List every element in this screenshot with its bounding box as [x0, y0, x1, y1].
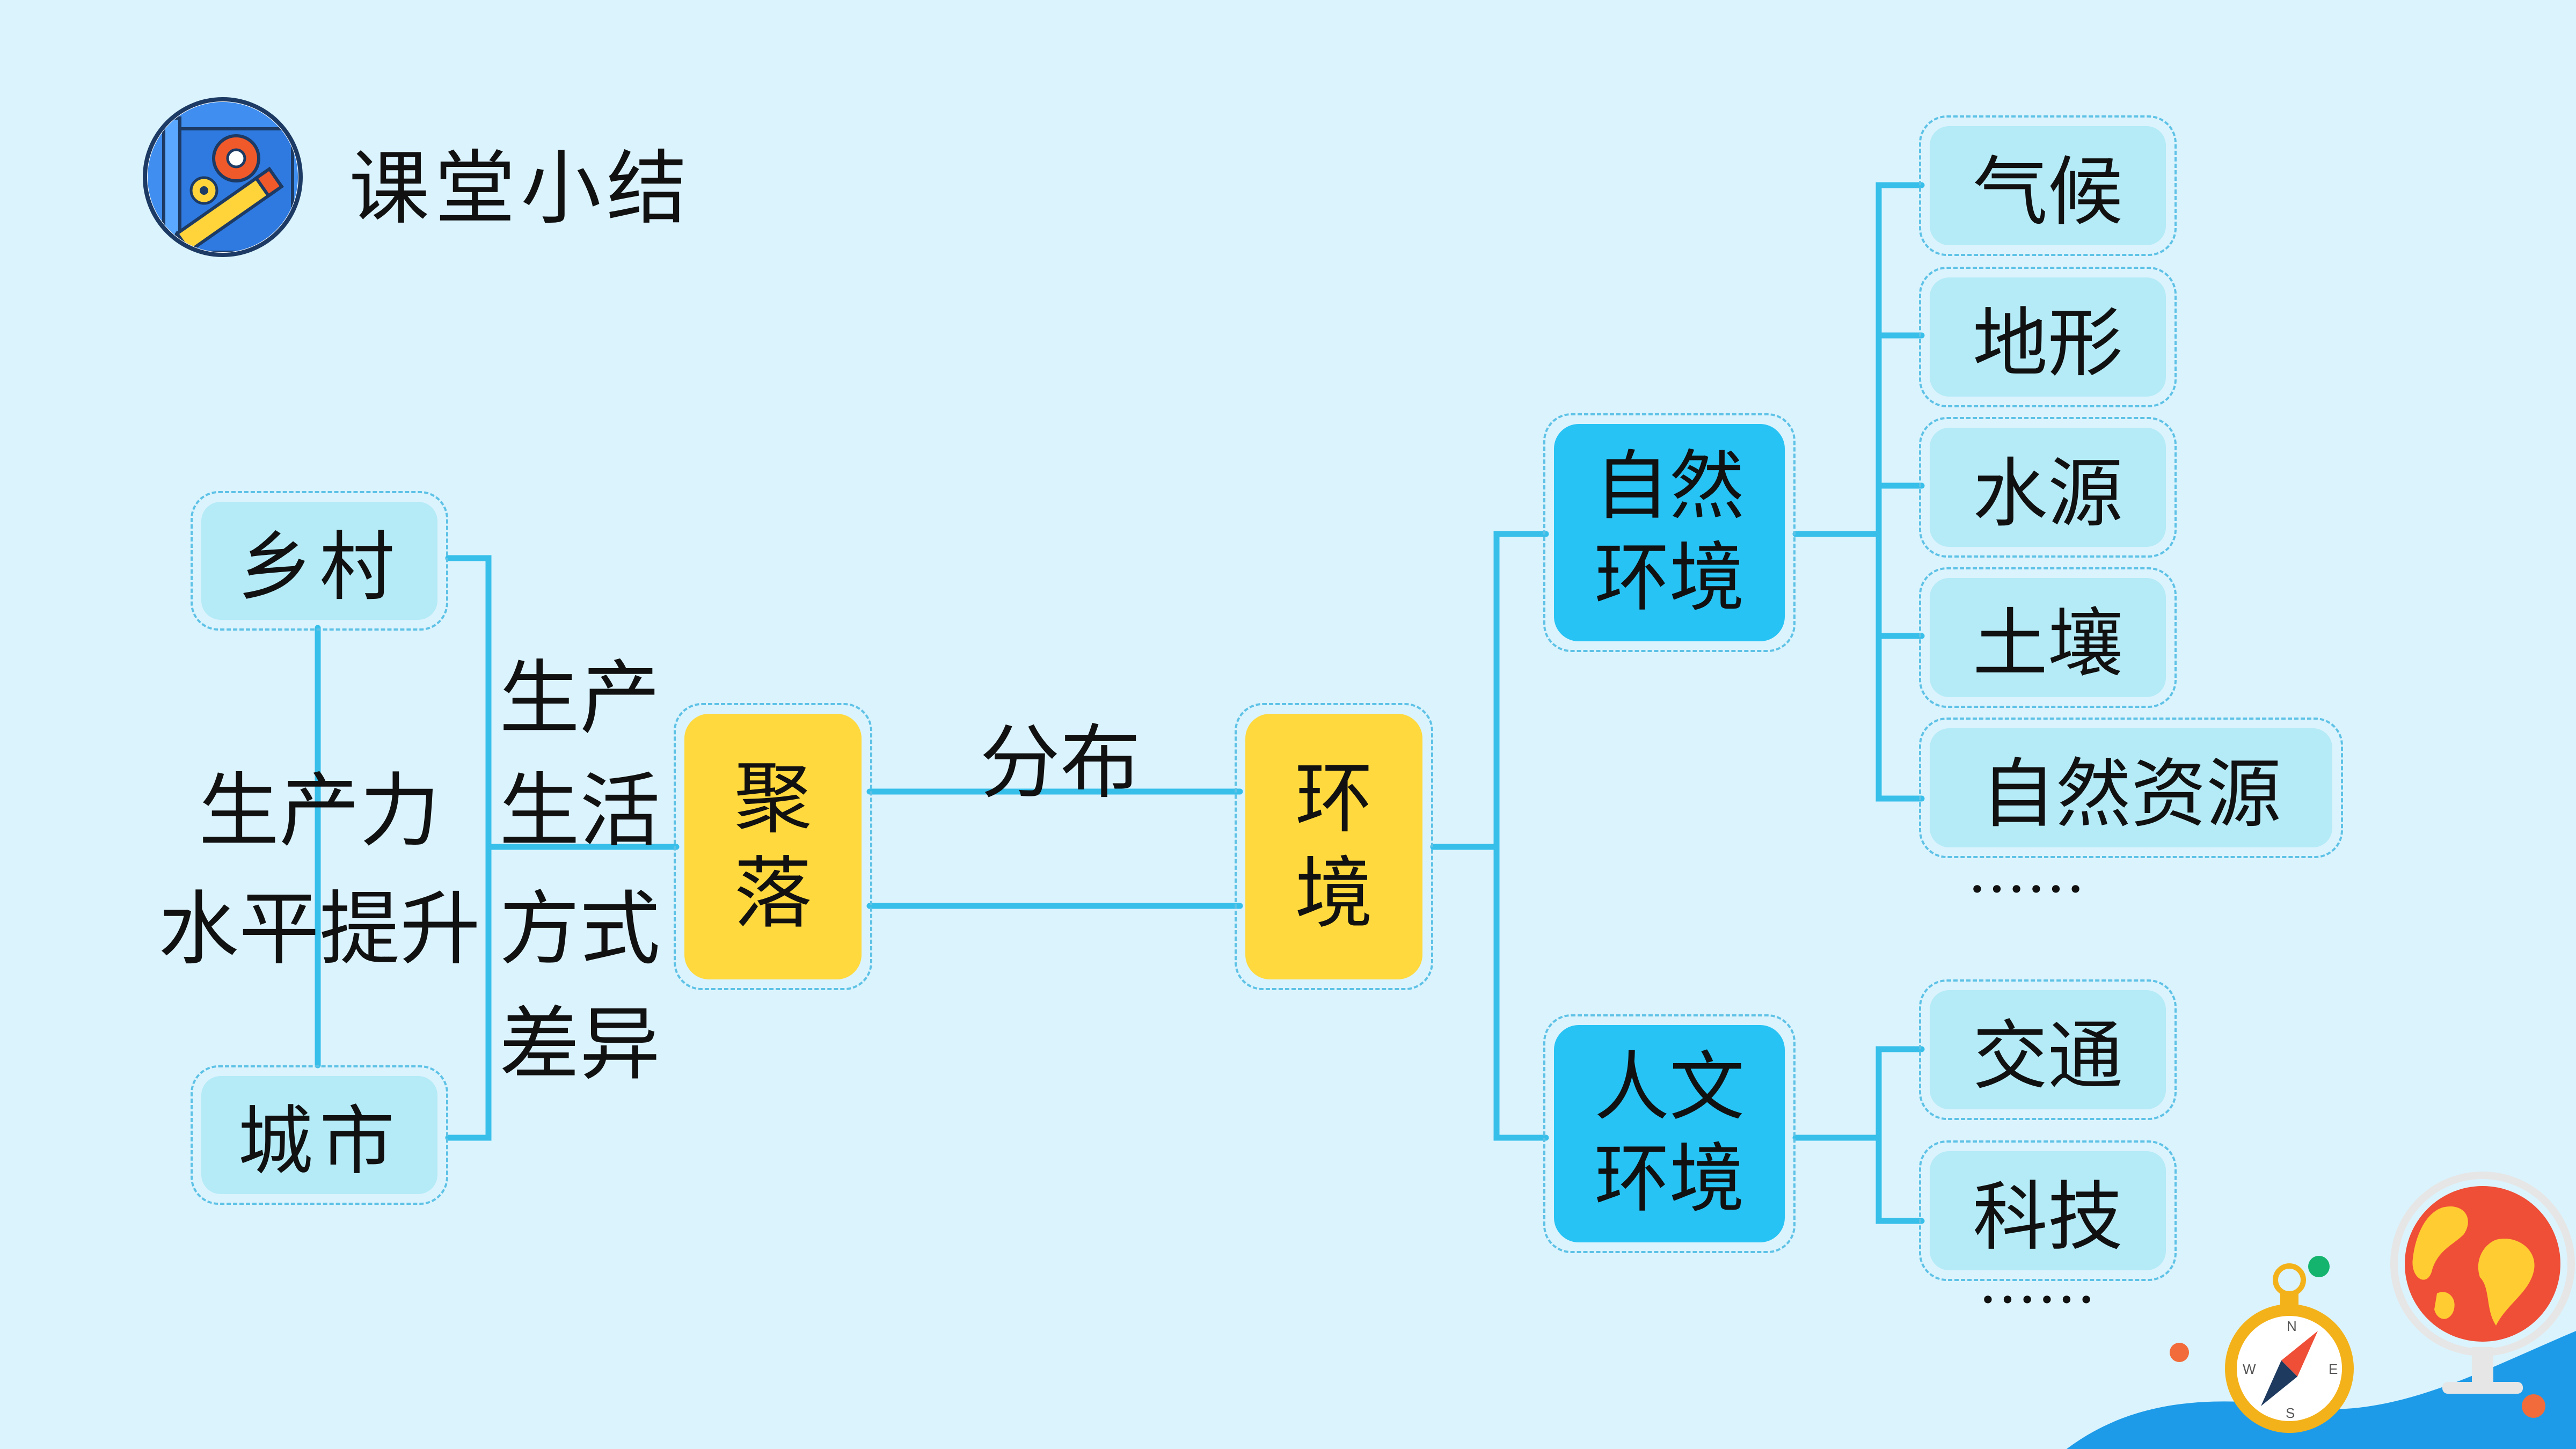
header-icon — [142, 97, 303, 258]
transport-halo — [1919, 979, 2177, 1120]
natural-env-halo — [1543, 413, 1796, 652]
lifestyle-line-1: 生产 — [499, 652, 661, 745]
compass-e: E — [2329, 1361, 2338, 1377]
human-item-label: 科技 — [1972, 1174, 2123, 1261]
human-item-transport: 交通 — [1930, 990, 2166, 1109]
rural-label: 乡村 — [237, 524, 401, 611]
technology-halo — [1919, 1140, 2177, 1281]
natural-item-label: 水源 — [1972, 450, 2123, 538]
natural-env-node: 自然 环境 — [1554, 424, 1785, 641]
human-more-ellipsis: …… — [1978, 1248, 2096, 1316]
compass-s: S — [2286, 1405, 2295, 1421]
human-item-label: 交通 — [1972, 1013, 2123, 1100]
human-env-line-1: 人文 — [1594, 1043, 1745, 1131]
natural-items-bracket — [1876, 182, 1925, 802]
terrain-halo — [1919, 267, 2177, 407]
rural-node: 乡村 — [201, 502, 437, 620]
human-item-technology: 科技 — [1930, 1151, 2166, 1270]
lifestyle-line-4: 差异 — [499, 998, 661, 1092]
human-env-node: 人文 环境 — [1554, 1025, 1785, 1242]
productivity-line-2: 水平提升 — [158, 883, 481, 976]
natural-item-label: 地形 — [1972, 300, 2123, 387]
natural-item-label: 气候 — [1972, 149, 2123, 236]
lifestyle-line-3: 方式 — [499, 883, 661, 976]
natural-item-soil: 土壤 — [1930, 578, 2166, 697]
env-to-human-line — [1493, 844, 1549, 1141]
natural-item-terrain: 地形 — [1930, 277, 2166, 397]
env-to-natural-line — [1430, 531, 1549, 850]
settlement-char-1: 聚 — [734, 753, 812, 844]
water-halo — [1919, 417, 2177, 558]
globe-icon — [2390, 1172, 2575, 1394]
urban-halo — [191, 1065, 448, 1205]
blueprint-gear-pencil-icon — [143, 97, 303, 257]
rural-halo — [191, 491, 448, 631]
natural-env-line-1: 自然 — [1594, 442, 1745, 530]
environment-node: 环 境 — [1245, 714, 1422, 979]
natural-env-line-2: 环境 — [1594, 534, 1745, 622]
lifestyle-bracket — [445, 555, 492, 1141]
settlement-halo — [674, 703, 872, 990]
environment-char-2: 境 — [1295, 848, 1373, 939]
natural-item-label: 自然资源 — [1980, 751, 2281, 838]
natural-item-label: 土壤 — [1972, 601, 2123, 688]
compass-w: W — [2243, 1361, 2256, 1377]
decoration-globe-compass: N E S W — [2067, 1172, 2576, 1449]
productivity-line-1: 生产力 — [199, 765, 441, 858]
distribution-label: 分布 — [980, 716, 1141, 810]
human-env-halo — [1543, 1014, 1796, 1253]
natural-item-water: 水源 — [1930, 428, 2166, 547]
lifestyle-line-2: 生活 — [499, 765, 661, 858]
urban-label: 城市 — [237, 1098, 401, 1185]
climate-halo — [1919, 115, 2177, 256]
compass-icon: N E S W — [2225, 1263, 2354, 1433]
natural-item-climate: 气候 — [1930, 126, 2166, 245]
natural-item-resources: 自然资源 — [1930, 728, 2332, 847]
compass-n: N — [2287, 1318, 2297, 1334]
settlement-node: 聚 落 — [684, 714, 862, 979]
natural-more-ellipsis: …… — [1967, 837, 2085, 906]
environment-char-1: 环 — [1295, 753, 1373, 844]
human-items-bracket — [1876, 1046, 1925, 1224]
settlement-char-2: 落 — [734, 848, 812, 939]
page-title: 课堂小结 — [349, 142, 693, 236]
human-env-line-2: 环境 — [1594, 1135, 1745, 1223]
soil-halo — [1919, 567, 2177, 708]
resources-halo — [1919, 718, 2343, 858]
urban-node: 城市 — [201, 1076, 437, 1194]
environment-halo — [1235, 703, 1433, 990]
